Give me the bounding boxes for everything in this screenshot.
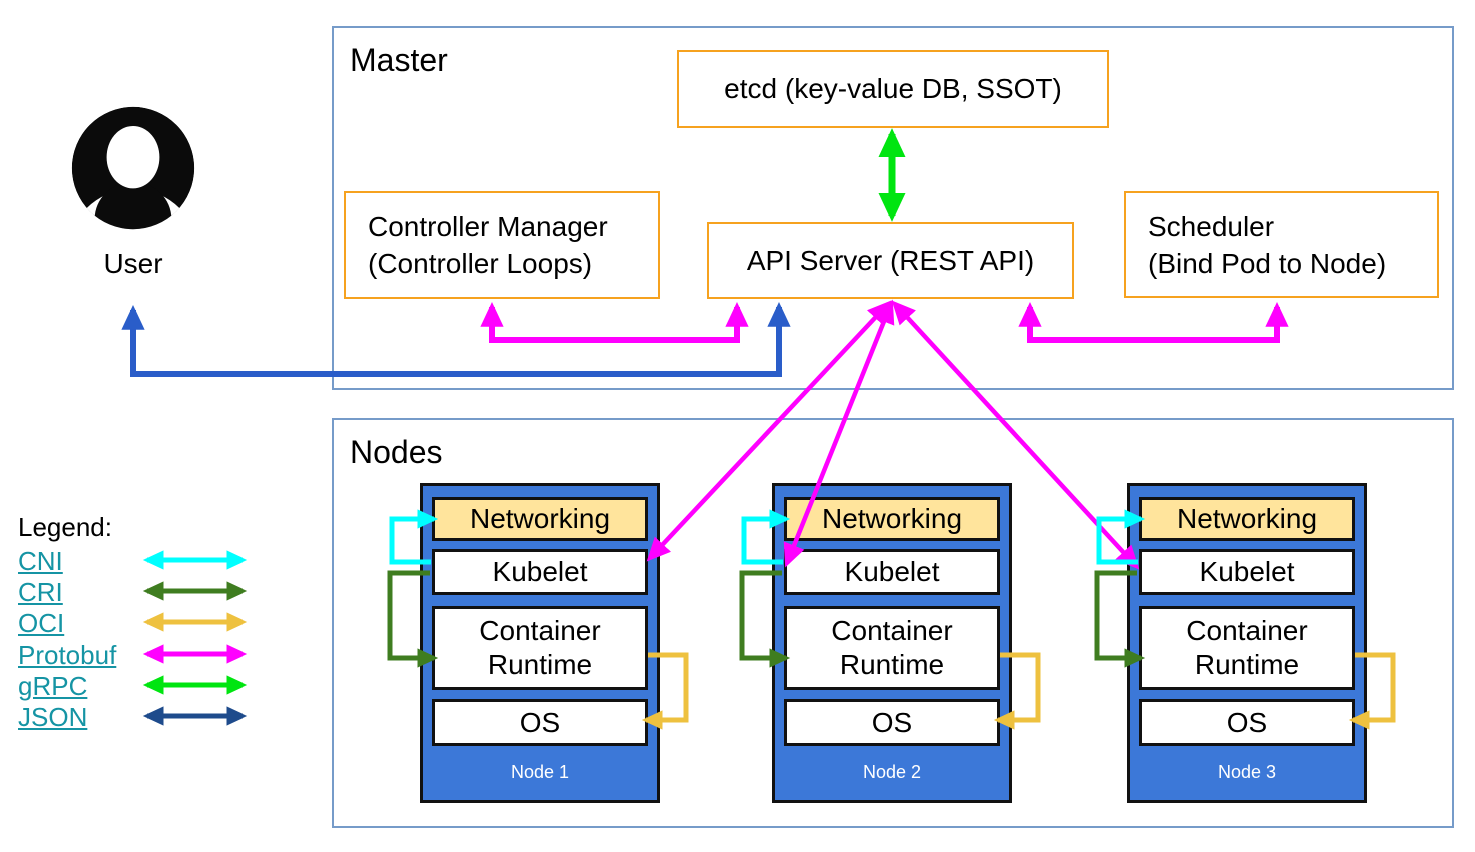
controller-manager-box: Controller Manager (Controller Loops) (344, 191, 660, 299)
node-3-stack: Networking Kubelet Container Runtime OS … (1127, 483, 1367, 803)
scheduler-sublabel: (Bind Pod to Node) (1148, 247, 1387, 279)
container-runtime-band: Container Runtime (784, 606, 1000, 690)
os-band: OS (1139, 699, 1355, 746)
api-server-label: API Server (REST API) (746, 244, 1035, 276)
controller-manager-sublabel: (Controller Loops) (368, 248, 593, 279)
legend-link-oci[interactable]: OCI (18, 608, 65, 638)
legend-link-cni[interactable]: CNI (18, 546, 63, 576)
node-name: Node 1 (510, 761, 570, 782)
user-label: User (103, 248, 163, 279)
container-runtime-band: Container Runtime (432, 606, 648, 690)
node-2-stack: Networking Kubelet Container Runtime OS … (772, 483, 1012, 803)
os-band: OS (432, 699, 648, 746)
kubelet-band: Kubelet (1139, 549, 1355, 595)
scheduler-box: Scheduler (Bind Pod to Node) (1124, 191, 1439, 298)
nodes-title: Nodes (350, 434, 443, 470)
master-title: Master (350, 42, 448, 78)
legend-link-protobuf[interactable]: Protobuf (18, 640, 117, 670)
node-name: Node 3 (1217, 761, 1277, 782)
networking-band: Networking (784, 497, 1000, 541)
os-band: OS (784, 699, 1000, 746)
legend-link-json[interactable]: JSON (18, 702, 88, 732)
container-runtime-band: Container Runtime (1139, 606, 1355, 690)
networking-band: Networking (432, 497, 648, 541)
kubelet-band: Kubelet (784, 549, 1000, 595)
user-icon (71, 106, 195, 230)
node-1-stack: Networking Kubelet Container Runtime OS … (420, 483, 660, 803)
legend-title: Legend: (18, 512, 112, 542)
legend-link-grpc[interactable]: gRPC (18, 671, 88, 701)
legend-link-cri[interactable]: CRI (18, 577, 63, 607)
controller-manager-label: Controller Manager (368, 211, 608, 242)
kubelet-band: Kubelet (432, 549, 648, 595)
node-name: Node 2 (862, 761, 922, 782)
etcd-label: etcd (key-value DB, SSOT) (724, 73, 1062, 104)
scheduler-label: Scheduler (1148, 210, 1275, 242)
networking-band: Networking (1139, 497, 1355, 541)
api-server-box: API Server (REST API) (707, 222, 1074, 299)
etcd-box: etcd (key-value DB, SSOT) (677, 50, 1109, 128)
